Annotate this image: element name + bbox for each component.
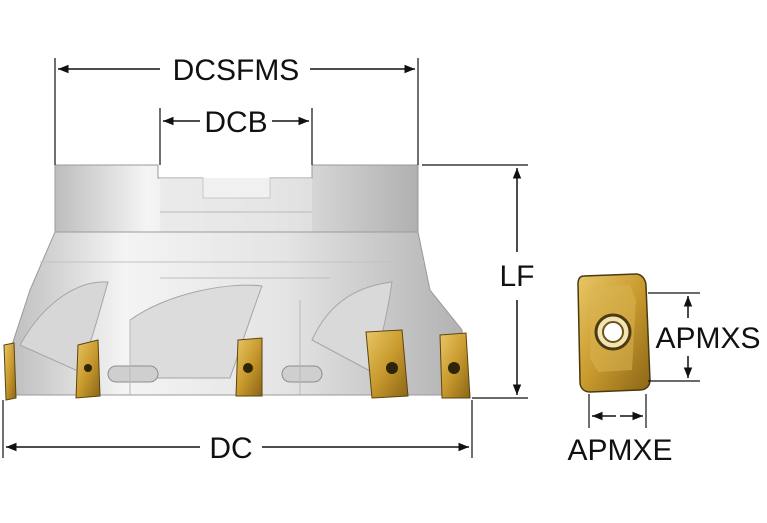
insert-on-cutter (365, 329, 409, 399)
dimension-apmxs: APMXS (648, 292, 761, 382)
dimension-dcb: DCB (159, 106, 313, 165)
dimension-lf: LF (422, 164, 535, 399)
dimension-dcsfms: DCSFMS (54, 54, 419, 165)
label-apmxs: APMXS (655, 322, 760, 355)
label-dcb: DCB (204, 106, 267, 139)
coolant-hole (281, 365, 323, 383)
indexable-insert (577, 273, 651, 393)
label-dcsfms: DCSFMS (173, 54, 300, 87)
chip-pocket (129, 284, 263, 379)
label-lf: LF (499, 260, 534, 293)
label-apmxe: APMXE (567, 434, 672, 467)
label-dc: DC (209, 432, 252, 465)
insert-on-cutter (235, 337, 263, 397)
keyway-slot (160, 178, 312, 233)
dimension-dc: DC (2, 400, 473, 465)
insert-on-cutter (439, 332, 471, 399)
dimension-apmxe: APMXE (567, 394, 673, 467)
cutter-inserts (3, 329, 471, 401)
insert-on-cutter (75, 339, 101, 399)
insert-on-cutter (3, 342, 17, 401)
coolant-hole (107, 365, 159, 383)
